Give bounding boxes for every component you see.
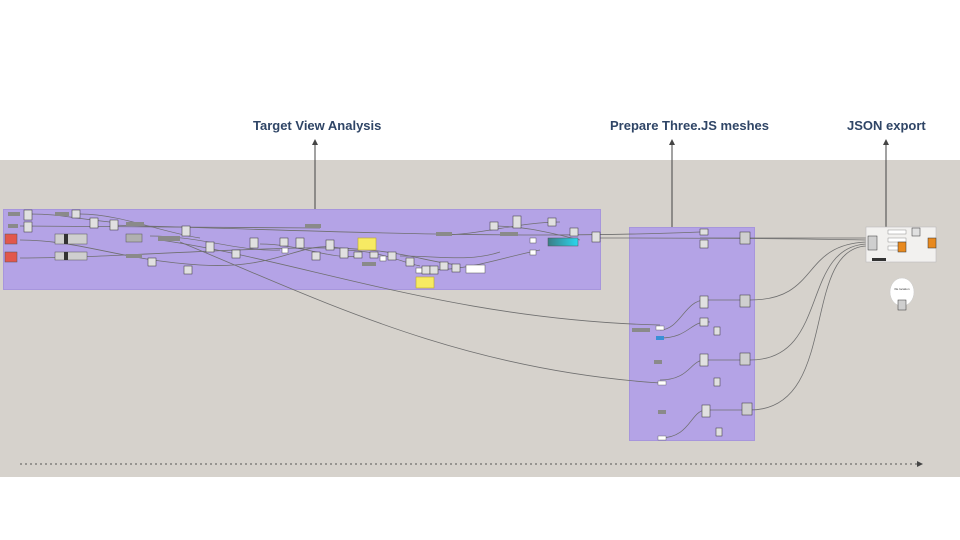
annotation-prepare-threejs-meshes: Prepare Three.JS meshes	[610, 118, 769, 133]
warning-component	[927, 237, 937, 249]
component	[867, 235, 878, 251]
component	[183, 265, 193, 275]
white-panel	[465, 264, 486, 274]
component	[701, 404, 711, 418]
component	[421, 265, 431, 275]
component	[249, 237, 259, 249]
component	[147, 257, 157, 267]
component	[699, 239, 709, 249]
component	[295, 237, 305, 249]
param-small	[305, 224, 321, 228]
param-small	[657, 380, 667, 386]
param-small	[632, 328, 650, 332]
component	[699, 295, 709, 309]
component	[23, 221, 33, 233]
annotation-json-export: JSON export	[847, 118, 926, 133]
component	[339, 247, 349, 259]
component	[231, 249, 241, 259]
input-param-2	[4, 251, 18, 263]
text-panel	[887, 237, 907, 243]
param-small	[126, 254, 142, 258]
component	[353, 251, 363, 259]
components-group2	[632, 228, 753, 441]
component	[109, 219, 119, 231]
component	[699, 317, 709, 327]
component	[439, 261, 449, 271]
component	[547, 217, 557, 227]
component	[311, 251, 321, 261]
gradient-component	[547, 237, 579, 247]
component	[279, 237, 289, 247]
component	[739, 294, 751, 308]
component	[591, 231, 601, 243]
component	[71, 209, 81, 219]
toggle	[529, 249, 537, 256]
param-small	[158, 236, 180, 241]
json-export-group	[865, 226, 937, 263]
group-target-view-analysis[interactable]	[3, 209, 601, 290]
component-bar	[64, 252, 68, 260]
wires-long	[19, 224, 867, 411]
component	[699, 353, 709, 367]
component	[125, 233, 143, 243]
component	[741, 402, 753, 416]
param-small	[655, 325, 665, 331]
param-small	[8, 224, 18, 228]
component	[23, 209, 33, 221]
param-small	[657, 435, 667, 441]
param-blue	[656, 336, 664, 340]
component	[739, 231, 751, 245]
component	[369, 251, 379, 259]
component	[405, 257, 415, 267]
warning-component	[897, 241, 907, 253]
component	[89, 217, 99, 229]
component-bar	[64, 234, 68, 244]
component	[205, 241, 215, 253]
param-small	[654, 360, 662, 364]
component	[713, 377, 721, 387]
file-location-component	[897, 299, 907, 311]
param-small	[362, 262, 376, 266]
param-small	[872, 258, 886, 261]
component-wide	[54, 233, 88, 245]
toggle	[281, 247, 289, 254]
component	[451, 263, 461, 273]
component	[699, 228, 709, 236]
component	[489, 221, 499, 231]
component	[512, 215, 522, 229]
text-panel	[887, 229, 907, 235]
param-small	[55, 212, 69, 216]
toggle	[415, 267, 423, 274]
annotation-target-view-analysis: Target View Analysis	[253, 118, 382, 133]
toggle	[379, 255, 387, 262]
param-small	[500, 232, 518, 236]
component	[387, 251, 397, 261]
group-prepare-threejs-meshes[interactable]	[629, 227, 755, 441]
toggle	[529, 237, 537, 244]
component	[713, 326, 721, 336]
input-param-1	[4, 233, 18, 245]
param-small	[126, 222, 144, 226]
component	[911, 227, 921, 237]
component	[181, 225, 191, 237]
component	[429, 265, 439, 275]
components-group1	[4, 209, 601, 289]
component	[715, 427, 723, 437]
component	[739, 352, 751, 366]
file-location-label: file location	[894, 287, 910, 291]
yellow-panel	[415, 276, 435, 289]
component	[569, 227, 579, 237]
component-wide	[54, 251, 88, 261]
param-small	[8, 212, 20, 216]
param-small	[658, 410, 666, 414]
file-location-widget	[889, 277, 915, 311]
component	[325, 239, 335, 251]
param-small	[436, 232, 452, 236]
yellow-panel	[357, 237, 377, 251]
